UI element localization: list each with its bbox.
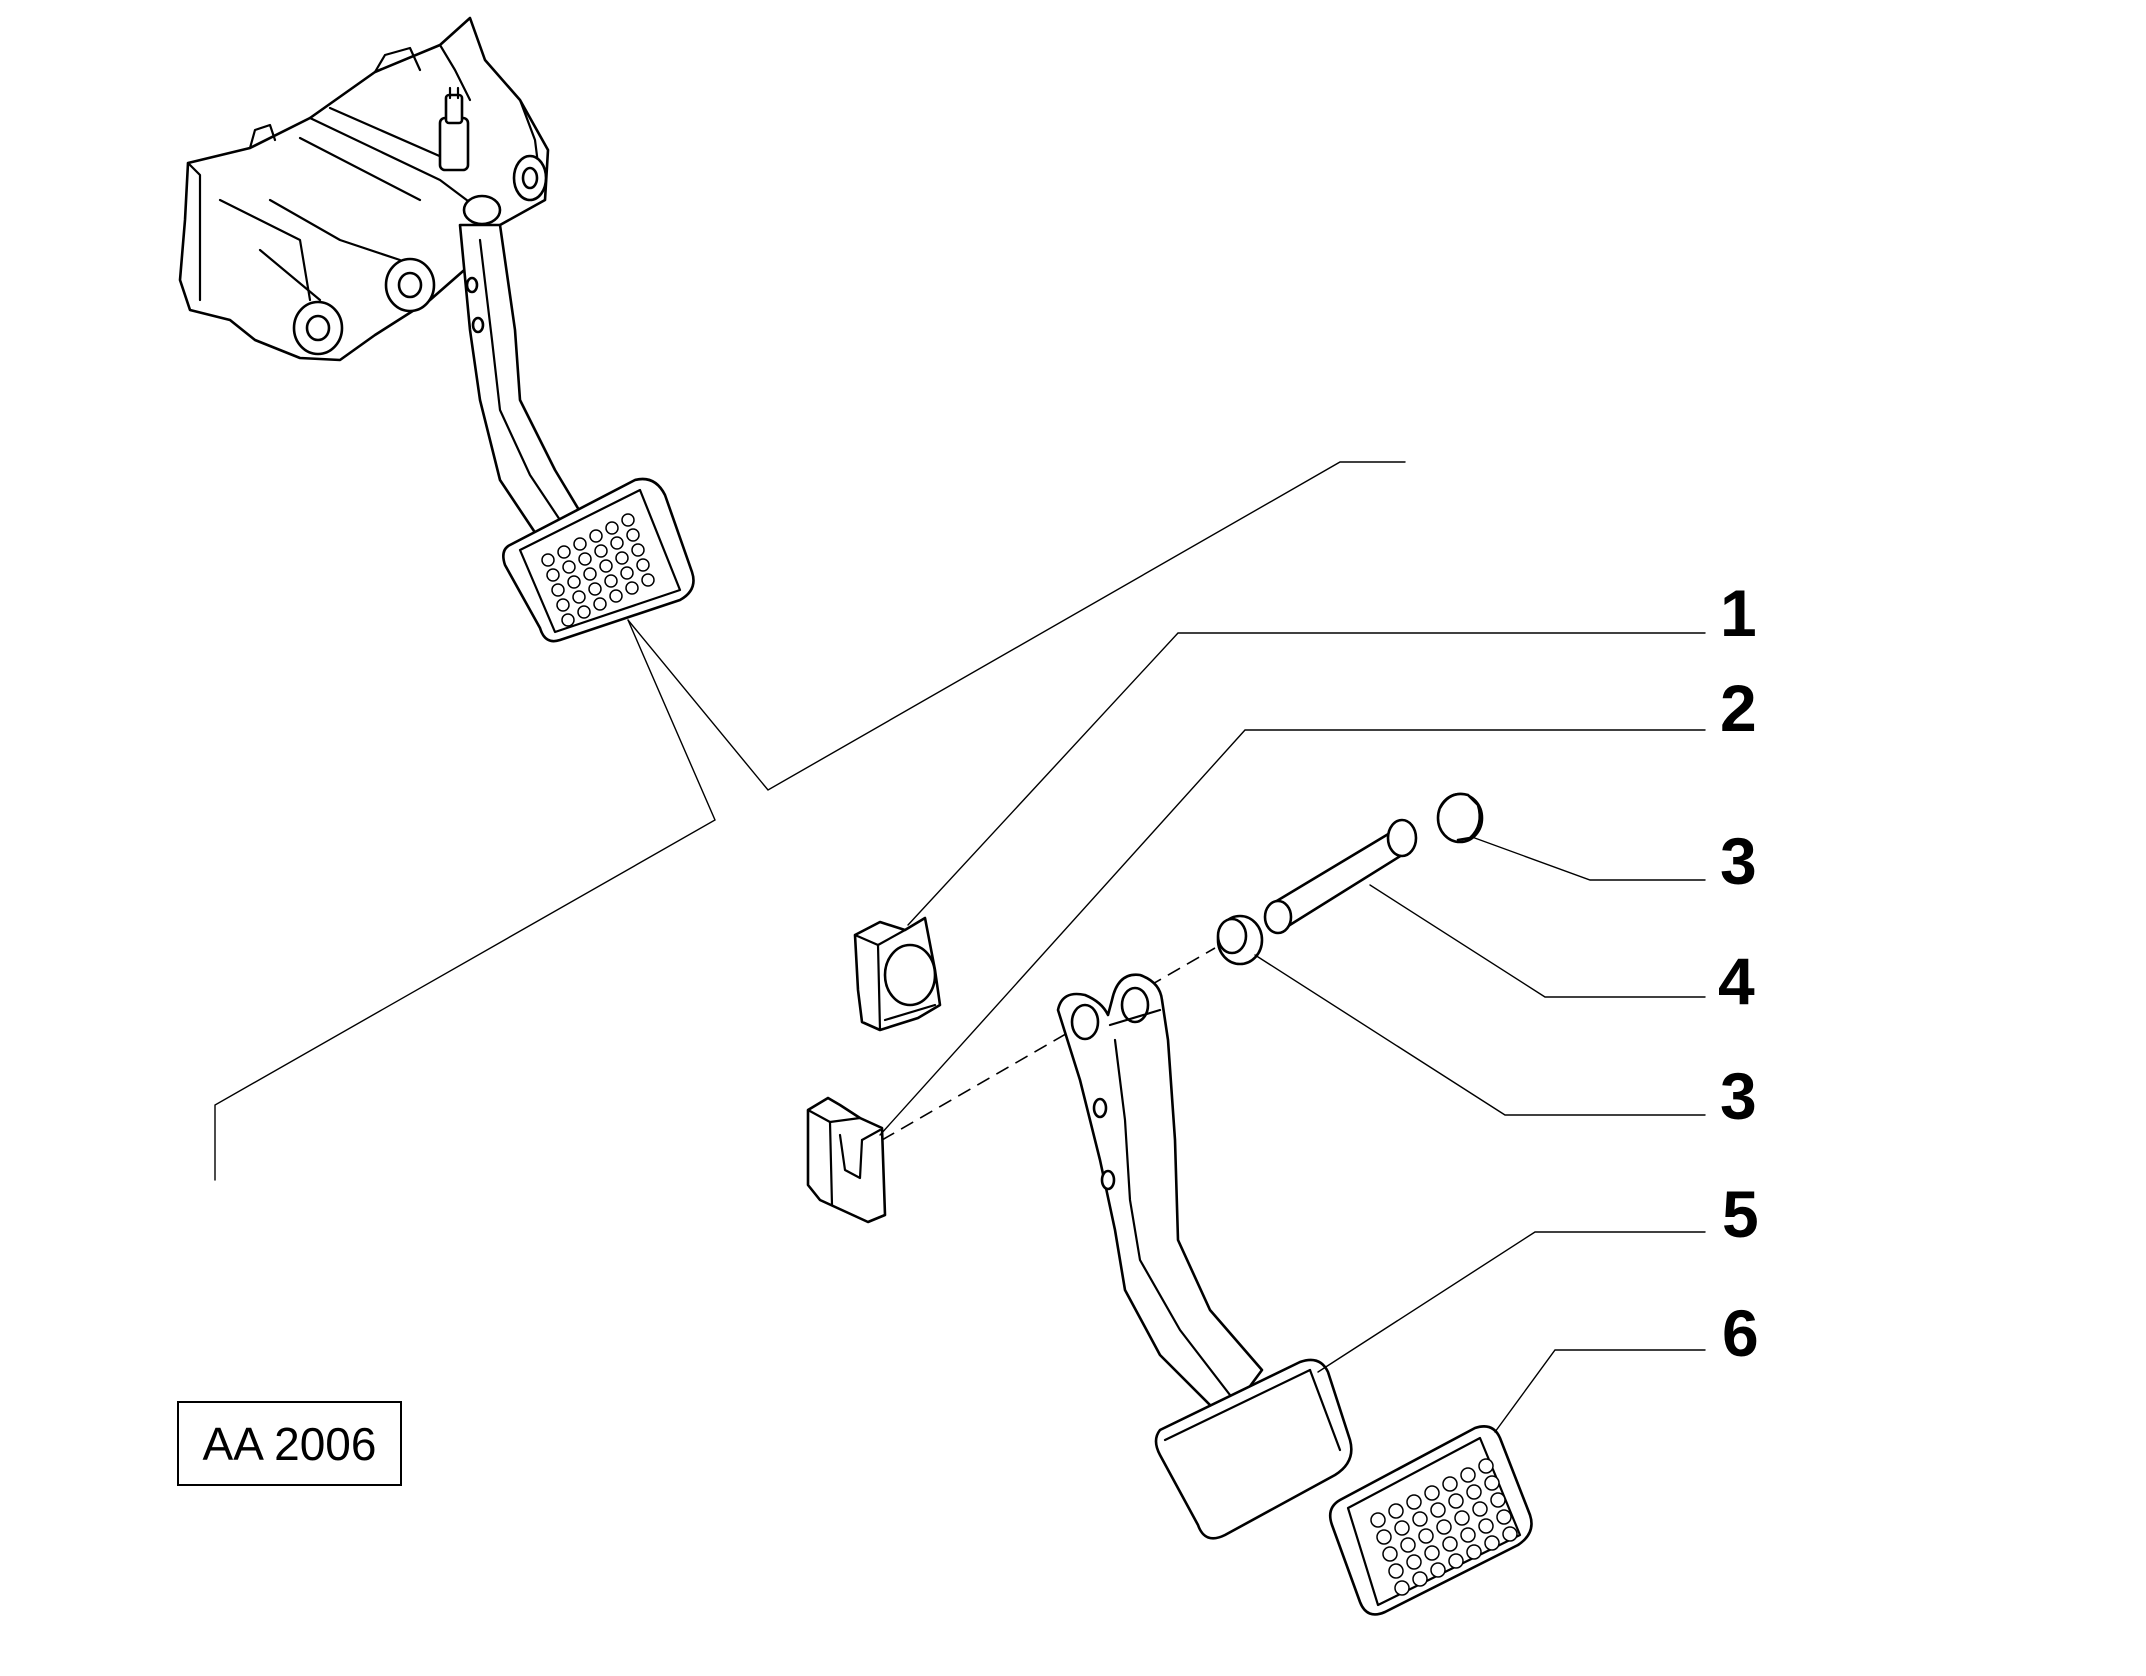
- pad-grip-hole: [1448, 1493, 1464, 1509]
- pedal-pad-icon: [1328, 1425, 1533, 1616]
- pad-grip-hole: [546, 568, 560, 582]
- pad-grip-hole: [1460, 1467, 1476, 1483]
- pad-grip-hole: [1382, 1546, 1398, 1562]
- pad-grip-hole: [1388, 1503, 1404, 1519]
- pad-grip-hole: [551, 583, 565, 597]
- pad-grip-hole: [1424, 1485, 1440, 1501]
- pad-grip-hole: [1418, 1528, 1434, 1544]
- pad-grip-hole: [589, 529, 603, 543]
- pad-grip-hole: [1430, 1502, 1446, 1518]
- pad-grip-hole: [636, 558, 650, 572]
- pad-grip-hole: [625, 581, 639, 595]
- pedal-box-assembly-icon: [178, 16, 695, 643]
- bushing-icon: [1436, 792, 1484, 844]
- retaining-clip-icon: [853, 916, 942, 1032]
- callout-number-2: 2: [1720, 671, 1757, 745]
- pad-grip-hole: [1484, 1475, 1500, 1491]
- assembly-leader-lines: [214, 461, 1406, 1181]
- reference-code-box: AA 2006: [177, 1401, 402, 1486]
- pad-grip-hole: [1412, 1511, 1428, 1527]
- pad-grip-hole: [626, 528, 640, 542]
- pad-grip-hole: [1436, 1519, 1452, 1535]
- pad-grip-hole: [605, 521, 619, 535]
- pad-grip-hole: [1406, 1554, 1422, 1570]
- pad-grip-hole: [1478, 1458, 1494, 1474]
- pad-grip-hole: [572, 590, 586, 604]
- pedal-lever-icon: [1056, 973, 1353, 1540]
- pad-grip-hole: [573, 537, 587, 551]
- pad-grip-hole: [604, 574, 618, 588]
- pad-grip-hole: [588, 582, 602, 596]
- pad-grip-hole: [1388, 1563, 1404, 1579]
- pad-grip-hole: [1406, 1494, 1422, 1510]
- bushing-icon: [1216, 914, 1264, 966]
- callout-number-6: 6: [1722, 1296, 1759, 1370]
- spring-clip-icon: [806, 1096, 887, 1224]
- pad-grip-hole: [562, 560, 576, 574]
- pad-grip-hole: [541, 553, 555, 567]
- callout-number-3-upper: 3: [1720, 824, 1757, 898]
- pad-grip-hole: [1466, 1484, 1482, 1500]
- pad-grip-hole: [1490, 1492, 1506, 1508]
- pad-grip-hole: [631, 543, 645, 557]
- pad-grip-hole: [1472, 1501, 1488, 1517]
- pad-grip-hole: [1478, 1518, 1494, 1534]
- pad-grip-hole: [1370, 1512, 1386, 1528]
- pad-grip-hole: [1496, 1509, 1512, 1525]
- pad-grip-hole: [1454, 1510, 1470, 1526]
- pad-grip-hole: [1412, 1571, 1428, 1587]
- pad-grip-hole: [556, 598, 570, 612]
- callout-number-5: 5: [1722, 1177, 1759, 1251]
- pad-grip-hole: [1430, 1562, 1446, 1578]
- pad-grip-hole: [615, 551, 629, 565]
- pad-grip-hole: [561, 613, 575, 627]
- pad-grip-hole: [583, 567, 597, 581]
- pad-grip-hole: [1442, 1536, 1458, 1552]
- pad-grip-hole: [1460, 1527, 1476, 1543]
- pad-grip-hole: [621, 513, 635, 527]
- callout-number-3-lower: 3: [1720, 1059, 1757, 1133]
- pad-grip-hole: [1448, 1553, 1464, 1569]
- pad-grip-hole: [594, 544, 608, 558]
- callout-number-4: 4: [1718, 944, 1755, 1018]
- callout-leader-lines: [879, 632, 1706, 1433]
- pad-grip-hole: [593, 597, 607, 611]
- pad-grip-hole: [1394, 1520, 1410, 1536]
- pad-grip-hole: [557, 545, 571, 559]
- pad-grip-hole: [577, 605, 591, 619]
- pad-grip-hole: [599, 559, 613, 573]
- pad-grip-hole: [1466, 1544, 1482, 1560]
- pad-grip-hole: [567, 575, 581, 589]
- pad-grip-hole: [1442, 1476, 1458, 1492]
- pad-grip-hole: [1502, 1526, 1518, 1542]
- pad-grip-hole: [1394, 1580, 1410, 1596]
- pad-grip-hole: [578, 552, 592, 566]
- assembly-axis-line: [881, 947, 1216, 1141]
- pad-grip-hole: [1400, 1537, 1416, 1553]
- pad-grip-hole: [609, 589, 623, 603]
- pad-grip-hole: [1484, 1535, 1500, 1551]
- pad-grip-hole: [1424, 1545, 1440, 1561]
- pad-grip-hole: [1376, 1529, 1392, 1545]
- callout-number-1: 1: [1720, 576, 1757, 650]
- pad-grip-hole: [641, 573, 655, 587]
- pad-grip-hole: [610, 536, 624, 550]
- pivot-pin-icon: [1263, 818, 1418, 935]
- pad-grip-hole: [620, 566, 634, 580]
